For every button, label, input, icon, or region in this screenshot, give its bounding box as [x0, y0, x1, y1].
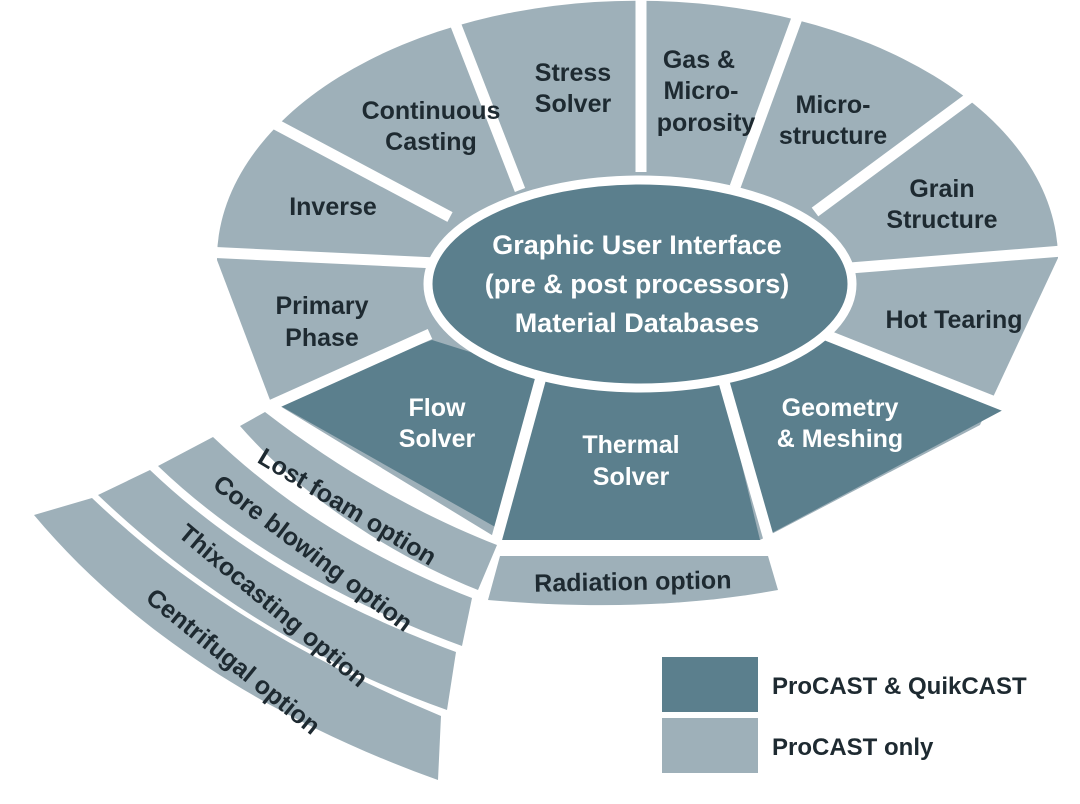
- flow-solver-label-2: Solver: [399, 425, 476, 453]
- thermal-solver-label-1: Thermal: [582, 431, 679, 459]
- grain-structure-label-2: Structure: [886, 206, 997, 234]
- hot-tearing-label: Hot Tearing: [885, 306, 1022, 334]
- thermal-solver-label-2: Solver: [593, 463, 670, 491]
- center-line-1: Graphic User Interface: [492, 230, 782, 260]
- legend-label-procast-quikcast: ProCAST & QuikCAST: [772, 673, 1027, 700]
- light-module-labels: Continuous Casting Stress Solver Gas & M…: [275, 46, 1022, 352]
- legend: ProCAST & QuikCAST ProCAST only: [662, 657, 1027, 773]
- geometry-meshing-sector[interactable]: [726, 336, 1003, 535]
- gas-microporosity-label-3: porosity: [657, 109, 756, 137]
- stress-solver-label-1: Stress: [535, 59, 611, 87]
- gas-microporosity-label-1: Gas &: [663, 46, 735, 74]
- microstructure-label-1: Micro-: [796, 91, 871, 119]
- thixocasting-band[interactable]: [98, 470, 456, 710]
- primary-phase-label-2: Phase: [285, 324, 359, 352]
- option-bands: [34, 412, 778, 780]
- microstructure-label-2: structure: [779, 122, 887, 150]
- dark-module-labels: Flow Solver Thermal Solver Geometry & Me…: [399, 394, 903, 491]
- legend-label-procast-only: ProCAST only: [772, 734, 934, 761]
- grain-structure-label-1: Grain: [909, 175, 974, 203]
- gas-microporosity-label-2: Micro-: [664, 77, 739, 105]
- radiation-band[interactable]: [488, 556, 778, 606]
- geometry-meshing-label-1: Geometry: [782, 394, 899, 422]
- stress-solver-label-2: Solver: [535, 90, 612, 118]
- centrifugal-band[interactable]: [34, 498, 441, 780]
- sector-dividers: [204, 0, 1076, 552]
- center-label: Graphic User Interface (pre & post proce…: [485, 230, 790, 338]
- center-line-2: (pre & post processors): [485, 269, 790, 299]
- inverse-label: Inverse: [289, 193, 377, 221]
- center-ellipse[interactable]: [423, 175, 857, 393]
- thermal-solver-sector[interactable]: [500, 375, 760, 540]
- lost-foam-band[interactable]: [240, 412, 497, 590]
- flow-solver-label-1: Flow: [409, 394, 466, 422]
- continuous-casting-label-2: Casting: [385, 128, 477, 156]
- radiation-label: Radiation option: [534, 566, 732, 597]
- flow-solver-sector[interactable]: [270, 340, 540, 528]
- continuous-casting-label-1: Continuous: [362, 97, 501, 125]
- legend-swatch-dark: [662, 657, 758, 712]
- legend-swatch-light: [662, 718, 758, 773]
- geometry-meshing-label-2: & Meshing: [777, 425, 903, 453]
- center-line-3: Material Databases: [515, 308, 760, 338]
- primary-phase-label-1: Primary: [275, 292, 368, 320]
- core-blowing-band[interactable]: [158, 437, 472, 646]
